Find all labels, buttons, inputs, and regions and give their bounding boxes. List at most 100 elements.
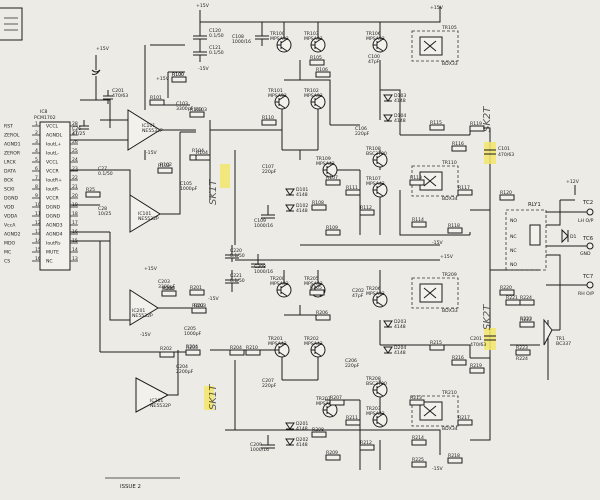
output-terminals: TC2 LH O/P TC6 GND TC7 RH O/P: [546, 200, 594, 297]
resistor-symbol: R206: [315, 310, 331, 321]
transistor-ref: TR205: [303, 276, 319, 282]
cap-c221-val: 0.1/50: [230, 278, 245, 284]
cap-c101-val: 470/63: [498, 152, 514, 158]
dac-pin-number-right: 25: [72, 148, 78, 154]
dac-pin-number-left: 11: [35, 211, 41, 217]
opamp2-part: NE5532P: [138, 216, 159, 222]
out-tc7-ref: TC7: [582, 274, 593, 280]
transistor-part: MPSA93: [366, 291, 385, 297]
power-module-ref: TR210: [441, 390, 457, 396]
out-tc2-ref: TC2: [582, 200, 593, 206]
resistor-symbol: R109: [325, 225, 341, 236]
transistor-layer: TR100MPSA93TR103MPSA93TR106MPSA93TR101MP…: [267, 31, 388, 428]
relay-block: RLY1 NO NC NC NO D1: [505, 185, 577, 346]
mid-decoupling-caps: C220 0.1/50 C221 0.1/50 C208 1000/16 C10…: [225, 205, 275, 453]
diode-part: 4148: [296, 208, 308, 214]
cap-c26-val: 470/63: [112, 93, 128, 99]
dac-pin-number-left: 16: [35, 256, 41, 262]
cap-c202-val: 47pF: [352, 293, 364, 299]
transistor-part: MPSA93: [304, 93, 323, 99]
res-r102: R102: [160, 162, 172, 168]
resistor-ref: R217: [458, 415, 470, 421]
supply-rails: +15V +15V -15V -15V +15V +15V -15V +15V …: [96, 3, 580, 472]
resistor-symbol: R216: [451, 355, 467, 366]
opamp3-ref: IC201: [132, 308, 145, 314]
cap-c104-ref: C105: [180, 181, 192, 187]
dac-pin-number-left: 9: [35, 193, 38, 199]
dac-pin-label-right: IoutL-: [46, 151, 59, 157]
resistor-ref: R225: [412, 457, 424, 463]
cap-c121-ref: C121: [209, 45, 221, 51]
cap-c205-ref: C205: [184, 326, 196, 332]
rail-relay-pos: +12V: [566, 179, 580, 185]
diode-ref: D104: [394, 113, 406, 119]
cap-c25-val: 10/25: [98, 211, 111, 217]
resistor-ref: R118: [448, 223, 460, 229]
dac-pin-number-right: 14: [72, 247, 78, 253]
resistor-symbol: R103: [189, 107, 205, 118]
cap-c106-val: 220pF: [355, 131, 370, 137]
dac-pin-number-right: 22: [72, 175, 78, 181]
res-r104: R104: [192, 148, 204, 154]
resistor-ref: R209: [326, 450, 338, 456]
dac-pin-label-right: AGND3: [46, 223, 63, 229]
resistor-ref: R106: [316, 67, 328, 73]
transistor-ref: TR103: [303, 31, 319, 37]
transistor-ref: TR101: [267, 88, 283, 94]
resistor-ref: R104: [196, 150, 208, 156]
resistor-ref: R205: [310, 285, 322, 291]
dac-pin-label-left: CS: [4, 259, 10, 265]
resistor-symbol: R215: [429, 340, 445, 351]
resistor-ref: R201: [190, 285, 202, 291]
transistor-ref: TR100: [269, 31, 285, 37]
dac-pin-label-left: DATA: [4, 169, 17, 175]
resistor-symbol: R217: [457, 415, 473, 426]
resistor-symbol: R220: [499, 285, 515, 296]
cap-c209-val: 1000/16: [250, 447, 269, 453]
res-r100: R100: [172, 72, 184, 78]
diode-layer: D1034148D1044148D1014148D1024148D2034148…: [285, 93, 406, 448]
cap-c206-ref: C206: [345, 358, 357, 364]
resistor-ref: R219: [470, 363, 482, 369]
cap-c220-ref: C220: [230, 248, 242, 254]
res-r103: R103: [195, 107, 207, 113]
power-module-ref: TR209: [441, 272, 457, 278]
dac-pin-number-right: 28: [72, 121, 78, 127]
resistor-ref: R102: [158, 163, 170, 169]
cap-c220-val: 0.1/50: [230, 253, 245, 259]
resistor-symbol: R111: [345, 185, 361, 196]
resistor-symbol: R218: [447, 453, 463, 464]
resistor-ref: R208: [312, 427, 324, 433]
dac-pin-label-left: DGND: [4, 196, 19, 202]
resistor-symbol: R224: [519, 295, 535, 306]
res-r202: R202: [160, 346, 172, 352]
resistor-ref: R211: [346, 415, 358, 421]
opamp4-part: NE5532P: [150, 403, 171, 409]
dac-pin-label-right: DGND: [46, 205, 61, 211]
transistor-ref: TR206: [365, 286, 381, 292]
resistor-ref: R222: [520, 317, 532, 323]
resistor-symbol: R106: [315, 67, 331, 78]
dac-pin-number-left: 10: [35, 202, 41, 208]
cap-c121-val: 0.1/50: [209, 50, 224, 56]
power-module-part: BDX34: [442, 196, 458, 202]
diode-part: 4148: [296, 192, 308, 198]
resistor-symbol: R204: [229, 345, 245, 356]
dac-ic-part: PCM1702: [34, 115, 56, 121]
dac-pin-number-left: 15: [35, 247, 41, 253]
dac-pin-number-left: 3: [35, 139, 38, 145]
power-module-part: BDX33: [442, 308, 458, 314]
dac-pin-number-left: 12: [35, 220, 41, 226]
opamp1-ref: IC101: [142, 123, 155, 129]
transistor-part: MPSA93: [304, 36, 323, 42]
transistor-ref: TR201: [267, 336, 283, 342]
dac-pin-number-right: 17: [72, 220, 78, 226]
